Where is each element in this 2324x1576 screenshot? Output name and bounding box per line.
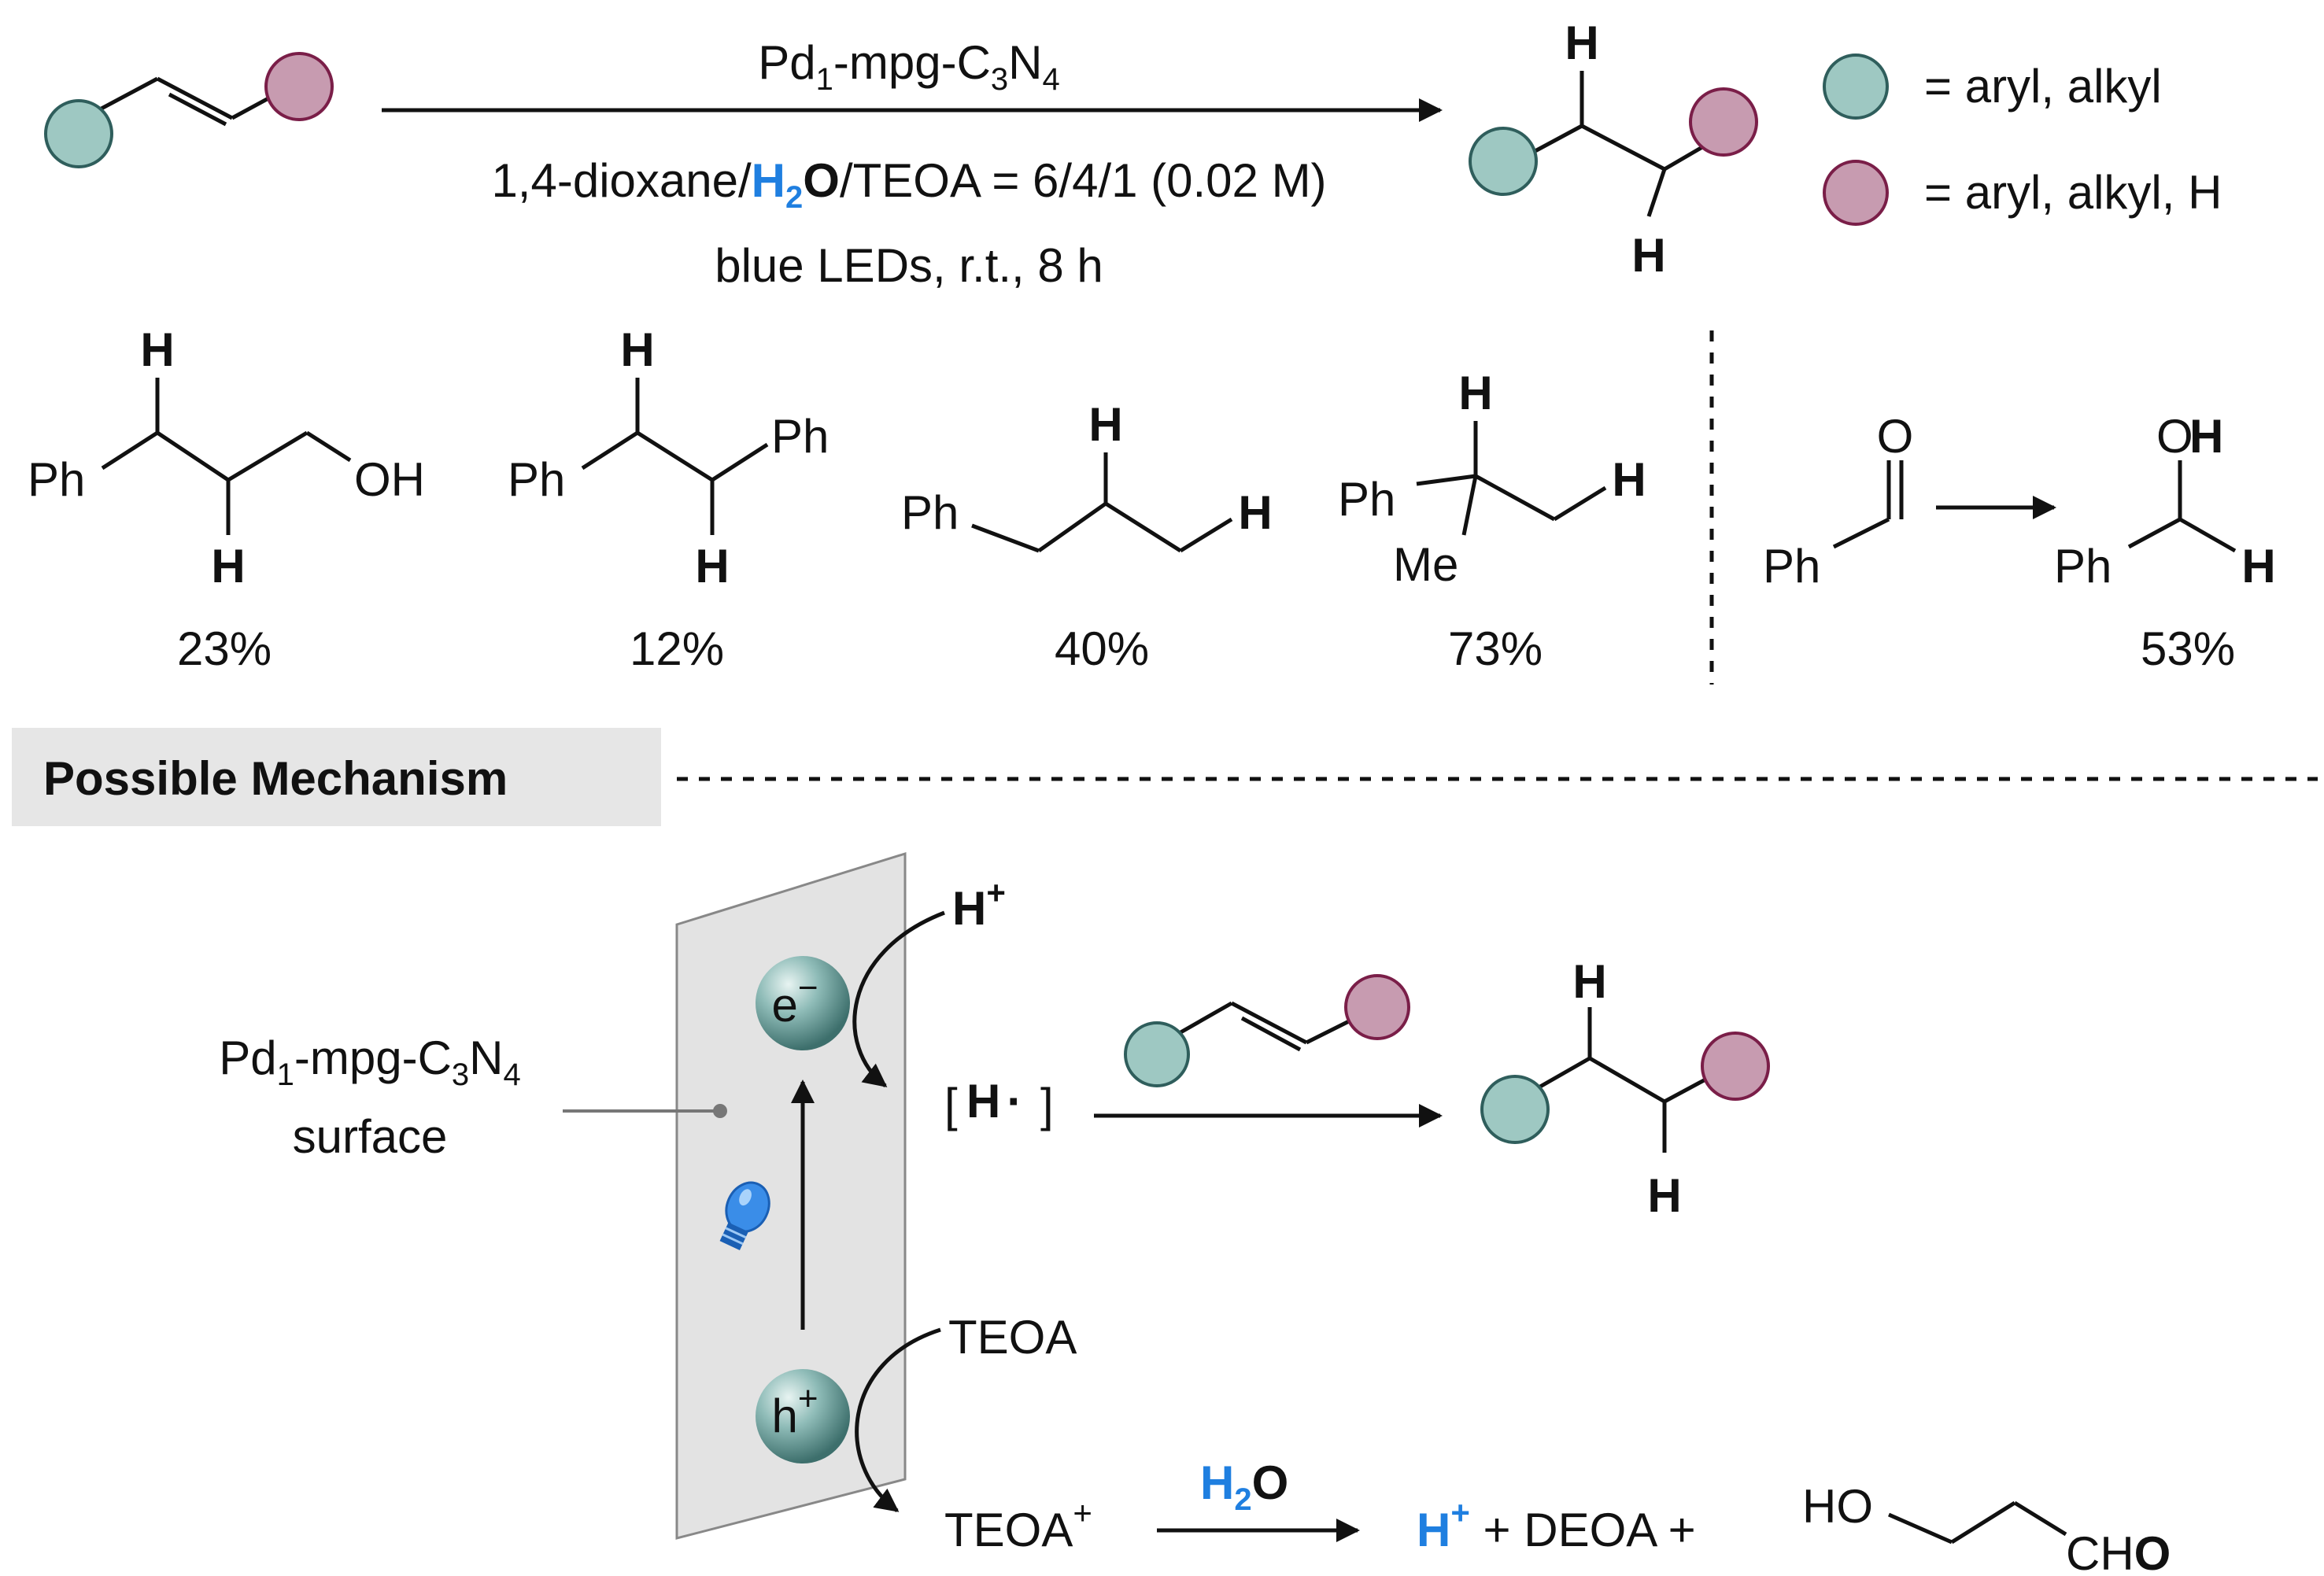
p4-H-right: H xyxy=(1612,453,1646,506)
proton-reduction-arrow xyxy=(852,910,945,1087)
legend-teal-text: = aryl, alkyl xyxy=(1924,60,2162,113)
p2-yield: 12% xyxy=(630,622,724,675)
surface-pointer-dot xyxy=(713,1104,727,1118)
aldehyde-O: O xyxy=(1877,410,1914,463)
legend-pink-text: = aryl, alkyl, H xyxy=(1924,166,2222,219)
pink-substituent-circle xyxy=(264,52,334,121)
p4-Me: Me xyxy=(1393,538,1458,591)
product-4: Ph Me H H 73% xyxy=(1338,367,1646,675)
alcohol-Ph: Ph xyxy=(2054,540,2112,592)
p4-yield: 73% xyxy=(1448,622,1543,675)
oxidation-products: H+ + DEOA + xyxy=(1417,1494,1696,1556)
radical-open-bracket: [ xyxy=(944,1079,958,1131)
teoa-oxidation-arrow xyxy=(855,1327,941,1512)
mech-product-pink-circle xyxy=(1701,1032,1770,1101)
product-3: Ph H H 40% xyxy=(901,398,1273,675)
surface-label-line2: surface xyxy=(293,1110,448,1163)
product-H-top: H xyxy=(1565,17,1598,69)
electron-ball xyxy=(756,956,850,1050)
water-label: H2O xyxy=(1200,1456,1288,1517)
cho-label: CHO xyxy=(2066,1527,2171,1576)
catalyst-label: Pd1-mpg-C3N4 xyxy=(758,36,1060,97)
proton-label: H+ xyxy=(952,874,1006,935)
p1-Ph: Ph xyxy=(28,453,85,506)
p4-Ph: Ph xyxy=(1338,473,1395,526)
alcohol-O: O xyxy=(2156,410,2193,463)
legend-pink-circle xyxy=(1823,160,1889,226)
p2-Ph: Ph xyxy=(508,453,565,506)
aldehyde-reduction: O Ph O H Ph H 53% xyxy=(1763,410,2276,675)
solvent-label: 1,4-dioxane/H2O/TEOA = 6/4/1 (0.02 M) xyxy=(491,154,1326,215)
product-teal-circle xyxy=(1469,127,1538,196)
p3-yield: 40% xyxy=(1055,622,1149,675)
teal-substituent-circle xyxy=(44,99,113,168)
p1-yield: 23% xyxy=(177,622,272,675)
p1-H-top: H xyxy=(140,323,174,376)
product-2: Ph Ph H H 12% xyxy=(508,323,829,675)
legend-teal-circle xyxy=(1823,54,1889,120)
p3-Ph: Ph xyxy=(901,486,959,539)
electron-label: e− xyxy=(771,969,818,1032)
p2-H-top: H xyxy=(620,323,654,376)
product-pink-circle xyxy=(1689,87,1758,157)
p1-OH: OH xyxy=(354,453,425,506)
general-reaction: Pd1-mpg-C3N4 1,4-dioxane/H2O/TEOA = 6/4/… xyxy=(44,17,1758,292)
mech-product-H-top: H xyxy=(1572,955,1606,1008)
product-1: Ph OH H H 23% xyxy=(28,323,425,675)
p2-Ph2: Ph xyxy=(771,410,829,463)
teoa-cation-label: TEOA+ xyxy=(944,1494,1092,1556)
p2-H-bottom: H xyxy=(695,540,729,592)
p4-H-top: H xyxy=(1458,367,1492,419)
legend: = aryl, alkyl = aryl, alkyl, H xyxy=(1823,54,2222,226)
mech-alkene-teal-circle xyxy=(1124,1021,1190,1087)
conditions-label: blue LEDs, r.t., 8 h xyxy=(715,239,1103,292)
p1-H-bottom: H xyxy=(211,540,245,592)
mech-product-H-bottom: H xyxy=(1647,1169,1681,1222)
catalyst-surface-panel xyxy=(675,851,907,1540)
radical-close-bracket: ] xyxy=(1040,1079,1054,1131)
product-H-bottom: H xyxy=(1631,229,1665,282)
hole-ball xyxy=(756,1369,850,1463)
alcohol-H: H xyxy=(2241,540,2275,592)
ho-label: HO xyxy=(1802,1480,1873,1533)
mechanism-title-bg xyxy=(12,728,661,826)
aldehyde-Ph: Ph xyxy=(1763,540,1820,592)
p5-yield: 53% xyxy=(2141,622,2235,675)
surface-label-line1: Pd1-mpg-C3N4 xyxy=(219,1032,521,1092)
p3-H-right: H xyxy=(1238,486,1272,539)
mech-alkene-pink-circle xyxy=(1344,974,1410,1040)
hole-label: h+ xyxy=(771,1379,818,1442)
p3-H-top: H xyxy=(1088,398,1122,451)
teoa-label: TEOA xyxy=(948,1311,1077,1364)
hydrogen-radical: H· xyxy=(966,1075,1022,1128)
light-bulb-icon xyxy=(719,1181,770,1250)
mech-product-teal-circle xyxy=(1480,1075,1550,1144)
alcohol-H-oh: H xyxy=(2189,410,2223,463)
mechanism-title: Possible Mechanism xyxy=(43,752,508,805)
